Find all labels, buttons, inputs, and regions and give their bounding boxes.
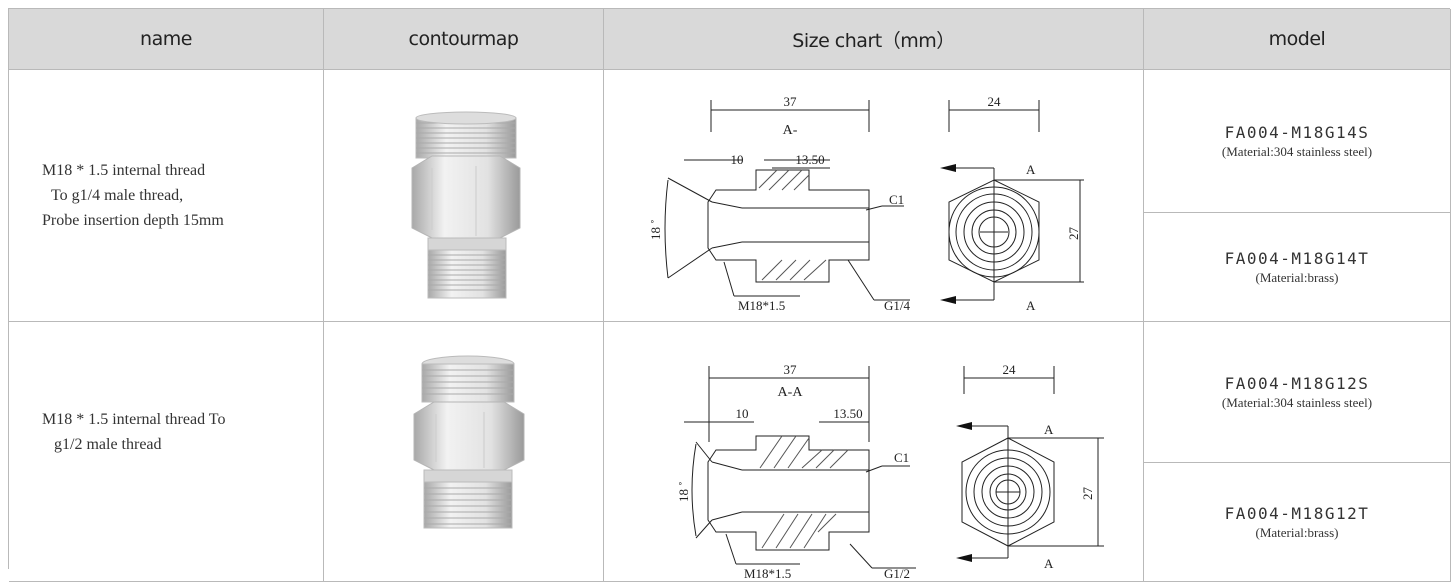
- row1-name-line2: To g1/4 male thread,: [51, 187, 184, 204]
- row2-model-s: FA004-M18G12S (Material:304 stainless st…: [1144, 322, 1451, 463]
- fitting-image-g12: [413, 355, 525, 529]
- outer-thread-label: G1/2: [884, 566, 910, 581]
- row1-name: M18 * 1.5 internal thread To g1/4 male t…: [9, 158, 224, 233]
- fitting-image-g14: [411, 111, 521, 299]
- inner-thread-label: M18*1.5: [738, 298, 785, 313]
- dim-overall: 37: [784, 94, 798, 109]
- header-model: model: [1144, 9, 1451, 70]
- section-mark-top: A: [1026, 162, 1036, 177]
- section-mark-top: A: [1044, 422, 1054, 437]
- dim-left: 10: [731, 152, 744, 167]
- dim-right: 13.50: [795, 152, 824, 167]
- outer-thread-label: G1/4: [884, 298, 911, 313]
- model-code: FA004-M18G12S: [1224, 373, 1370, 393]
- dim-overall: 37: [784, 362, 798, 377]
- header-contourmap: contourmap: [324, 9, 604, 70]
- model-material: (Material:brass): [1255, 269, 1339, 285]
- header-size-chart: Size chart（mm）: [604, 9, 1144, 70]
- row1-contourmap-cell: [324, 70, 604, 322]
- model-material: (Material:brass): [1255, 524, 1339, 540]
- model-code: FA004-M18G14T: [1224, 248, 1370, 268]
- row1-model-s: FA004-M18G14S (Material:304 stainless st…: [1144, 70, 1451, 213]
- row1-model-t: FA004-M18G14T (Material:brass): [1144, 213, 1451, 322]
- row2-contourmap-cell: [324, 322, 604, 582]
- section-label: A-A: [778, 385, 804, 400]
- model-material: (Material:304 stainless steel): [1221, 143, 1373, 159]
- model-material: (Material:304 stainless steel): [1221, 394, 1373, 410]
- hex-height-label: 27: [1066, 227, 1081, 241]
- row1-name-cell: M18 * 1.5 internal thread To g1/4 male t…: [9, 70, 324, 322]
- hex-height-label: 27: [1080, 487, 1095, 501]
- chamfer-label: C1: [889, 192, 904, 207]
- technical-drawing-g12: 37 A-A 10 13.50 C1 18 ˚ M18*1.5 G1/2 24 …: [676, 362, 1104, 581]
- row1-name-line3: Probe insertion depth 15mm: [42, 212, 224, 229]
- hex-width-label: 24: [988, 94, 1002, 109]
- header-name: name: [9, 9, 324, 70]
- inner-thread-label: M18*1.5: [744, 566, 791, 581]
- dim-left: 10: [736, 406, 749, 421]
- product-spec-table: name contourmap Size chart（mm） model M18…: [8, 8, 1451, 582]
- technical-drawing-g14: 37 A- 10 13.50 C1 18 ˚ M18*1.5 G1/4 24 2…: [648, 94, 1084, 313]
- dim-right: 13.50: [833, 406, 862, 421]
- angle-label: 18 ˚: [648, 219, 663, 240]
- section-label: A-: [783, 123, 798, 138]
- row2-name: M18 * 1.5 internal thread To g1/2 male t…: [9, 407, 225, 457]
- model-code: FA004-M18G14S: [1224, 122, 1370, 142]
- model-code: FA004-M18G12T: [1224, 503, 1370, 523]
- section-mark-bottom: A: [1044, 556, 1054, 571]
- section-mark-bottom: A: [1026, 298, 1036, 313]
- row2-size-chart-cell: 37 A-A 10 13.50 C1 18 ˚ M18*1.5 G1/2 24 …: [604, 322, 1144, 582]
- chamfer-label: C1: [894, 450, 909, 465]
- row1-name-line1: M18 * 1.5 internal thread: [42, 162, 206, 179]
- row1-size-chart-cell: 37 A- 10 13.50 C1 18 ˚ M18*1.5 G1/4 24 2…: [604, 70, 1144, 322]
- row2-name-cell: M18 * 1.5 internal thread To g1/2 male t…: [9, 322, 324, 582]
- row2-name-line1: M18 * 1.5 internal thread To: [42, 410, 226, 428]
- row2-name-line2: g1/2 male thread: [54, 435, 162, 453]
- row2-model-t: FA004-M18G12T (Material:brass): [1144, 463, 1451, 582]
- angle-label: 18 ˚: [676, 481, 691, 502]
- hex-width-label: 24: [1003, 362, 1017, 377]
